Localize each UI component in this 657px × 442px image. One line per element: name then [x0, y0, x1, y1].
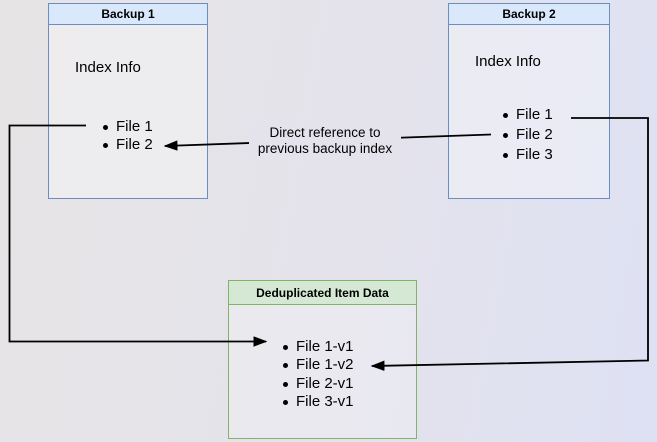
edge-label-line1: Direct reference to: [269, 125, 381, 140]
backup1-box: Backup 1 Index Info File 1 File 2: [48, 3, 208, 199]
list-item: File 1: [503, 106, 553, 123]
backup2-file-list: File 1 File 2 File 3: [501, 105, 553, 165]
list-item: File 2: [103, 136, 153, 154]
backup1-file-list: File 1 File 2: [101, 118, 153, 155]
backup1-subtitle: Index Info: [75, 59, 141, 76]
list-item: File 1: [103, 118, 153, 135]
list-item: File 1-v2: [283, 356, 354, 374]
list-item: File 3-v1: [283, 393, 354, 411]
edge-label-direct-reference: Direct reference to previous backup inde…: [249, 125, 401, 156]
backup1-title: Backup 1: [49, 4, 207, 25]
backup2-subtitle: Index Info: [475, 53, 541, 70]
backup2-box: Backup 2 Index Info File 1 File 2 File 3: [448, 3, 610, 199]
list-item: File 2: [503, 126, 553, 143]
dedup-file-list: File 1-v1 File 1-v2 File 2-v1 File 3-v1: [281, 338, 354, 412]
dedup-box: Deduplicated Item Data File 1-v1 File 1-…: [228, 280, 417, 439]
list-item: File 2-v1: [283, 374, 354, 392]
backup2-title: Backup 2: [449, 4, 609, 25]
arrow-backup2-file1-to-dedup-file1v2: [372, 117, 649, 366]
list-item: File 1-v1: [283, 338, 354, 355]
arrow-backup1-file1-to-dedup-file1v1: [8, 124, 267, 342]
dedup-title: Deduplicated Item Data: [229, 281, 416, 305]
edge-label-line2: previous backup index: [257, 140, 393, 156]
list-item: File 3: [503, 146, 553, 163]
